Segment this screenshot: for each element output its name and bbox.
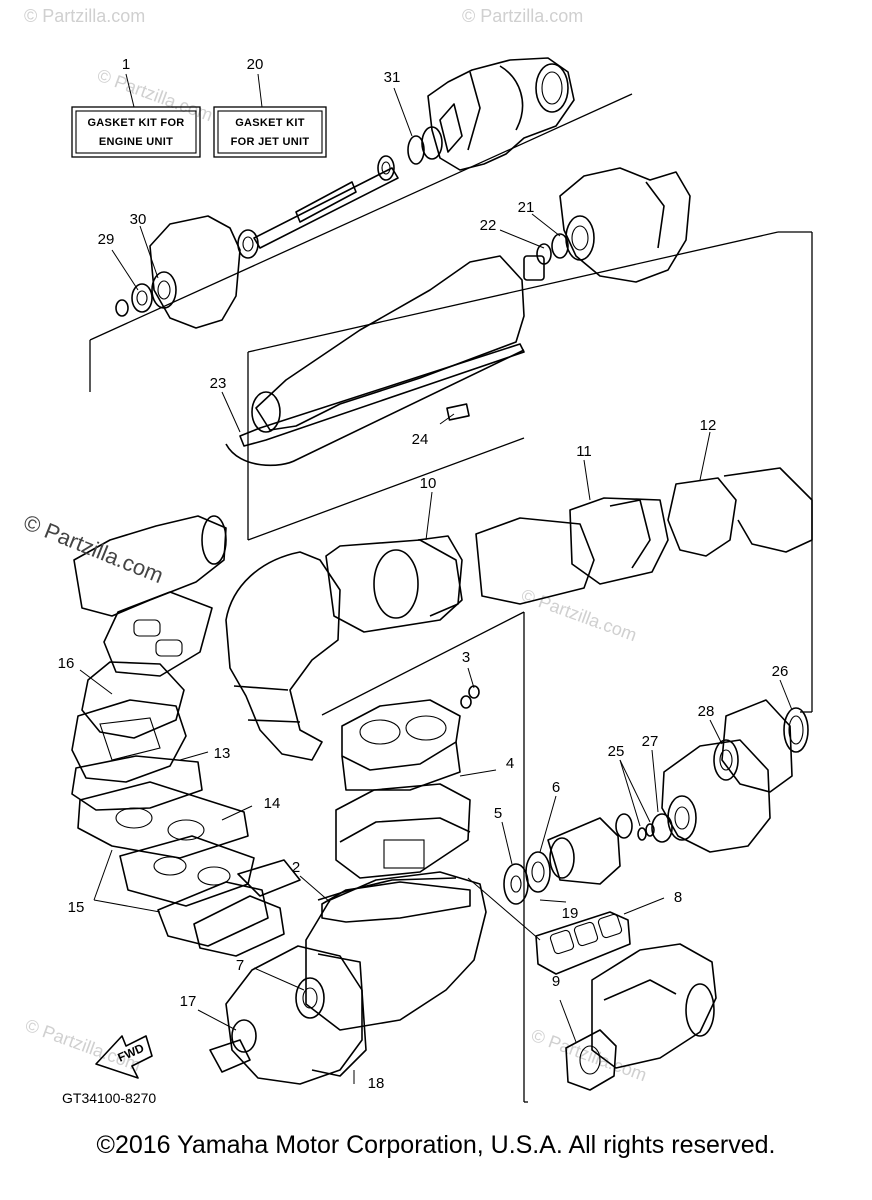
jet-unit-frame: [89, 93, 813, 712]
watermark-faint: © Partzilla.com: [462, 6, 583, 26]
impeller-housing-left: [111, 215, 241, 329]
bearing-housing: [615, 739, 771, 853]
callout-13: 13: [214, 745, 231, 762]
leader-line: [125, 73, 135, 108]
gasket-16: [79, 591, 213, 739]
callout-12: 12: [700, 417, 717, 434]
exhaust-middle-section: [325, 431, 813, 633]
kit-jet-line1: GASKET KIT: [235, 117, 305, 129]
callout-numbers: 31 30 29 22 21 23 24 10 11 12 16 3 26 28…: [58, 69, 789, 1092]
cylinder-block: [335, 783, 471, 879]
seal-housing-28: [709, 699, 793, 793]
engine-unit-frame: [321, 611, 812, 1103]
callout-2: 2: [292, 859, 300, 876]
watermark-faint: © Partzilla.com: [24, 6, 145, 26]
callout-10: 10: [420, 475, 437, 492]
gasket-9: [559, 999, 617, 1091]
callout-26: 26: [772, 663, 789, 680]
copyright-footer: ©2016 Yamaha Motor Corporation, U.S.A. A…: [96, 1131, 776, 1159]
exhaust-manifold: [71, 699, 209, 811]
gasket-kit-jet-box: GASKET KIT FOR JET UNIT 20: [213, 56, 327, 158]
callout-5: 5: [494, 805, 502, 822]
muffler-left: [73, 515, 227, 617]
callout-11: 11: [576, 443, 592, 460]
callout-15: 15: [68, 899, 85, 916]
cylinder-head-cover: [341, 699, 497, 791]
kit-jet-line2: FOR JET UNIT: [231, 136, 310, 148]
callout-22: 22: [480, 217, 497, 234]
jet-housing-right: [499, 167, 691, 283]
callout-23: 23: [210, 375, 227, 392]
kit-box-inner-frame: [217, 110, 323, 154]
kit-engine-line2: ENGINE UNIT: [99, 136, 173, 148]
callout-29: 29: [98, 231, 115, 248]
flywheel-cover: [225, 945, 367, 1085]
watermark-faint: © Partzilla.com: [519, 585, 640, 645]
seal-26: [779, 679, 809, 753]
exhaust-outlet-body: [591, 943, 717, 1069]
callout-28: 28: [698, 703, 715, 720]
callout-17: 17: [180, 993, 197, 1010]
watermark-faint: © Partzilla.com: [529, 1025, 650, 1085]
callout-31: 31: [384, 69, 401, 86]
callout-30: 30: [130, 211, 147, 228]
callout-9: 9: [552, 973, 560, 990]
cylinder-head-gasket-3: [460, 667, 480, 709]
callout-21: 21: [518, 199, 535, 216]
kit-box-frame: [213, 106, 327, 158]
intake-duct: [221, 255, 525, 467]
starter-motor-parts: [197, 1009, 355, 1084]
exhaust-elbow-pipe: [225, 551, 341, 761]
drive-shaft: [237, 155, 399, 259]
callout-14: 14: [264, 795, 281, 812]
callout-8: 8: [674, 889, 682, 906]
kit-box-frame: [71, 106, 201, 158]
callout-20: 20: [247, 56, 264, 73]
gasket-14: [77, 781, 255, 907]
watermark-main: © Partzilla.com: [20, 509, 167, 588]
callout-6: 6: [552, 779, 560, 796]
crankcase: [299, 871, 487, 1031]
callout-19: 19: [562, 905, 579, 922]
diagram-code: GT34100-8270: [62, 1090, 156, 1106]
callout-24: 24: [412, 431, 429, 448]
kit-box-inner-frame: [75, 110, 197, 154]
drive-coupling: [501, 795, 621, 905]
leader-line: [257, 73, 263, 108]
callout-7: 7: [236, 957, 244, 974]
callout-27: 27: [642, 733, 659, 750]
reed-valve-blocks: [93, 849, 301, 957]
callout-4: 4: [506, 755, 514, 772]
exhaust-gasket-8: [467, 877, 665, 975]
kit-engine-line1: GASKET KIT FOR: [87, 117, 184, 129]
jet-pump-housing: [427, 57, 575, 171]
callout-3: 3: [462, 649, 470, 666]
part-31-ring: [393, 87, 443, 165]
callout-16: 16: [58, 655, 75, 672]
callout-18: 18: [368, 1075, 385, 1092]
callout-25: 25: [608, 743, 625, 760]
callout-1: 1: [122, 56, 130, 73]
gasket-kit-engine-box: GASKET KIT FOR ENGINE UNIT 1: [71, 56, 201, 158]
